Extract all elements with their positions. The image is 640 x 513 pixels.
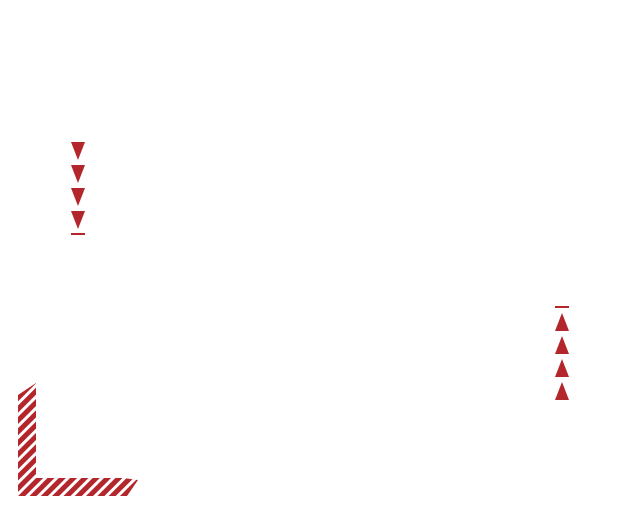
down-triangle-icon — [71, 142, 85, 160]
up-triangle-icon — [555, 313, 569, 331]
down-triangle-icon — [71, 211, 85, 229]
up-triangle-icon — [555, 359, 569, 377]
up-triangle-icon — [555, 336, 569, 354]
down-triangle-icon — [71, 165, 85, 183]
down-triangle-icon — [71, 188, 85, 206]
down-arrow-stack — [70, 142, 86, 235]
stack-end-bar — [71, 233, 85, 235]
corner-bracket — [18, 383, 140, 496]
up-arrow-stack — [554, 306, 570, 405]
stack-end-bar — [555, 306, 569, 308]
up-triangle-icon — [555, 382, 569, 400]
striped-bracket-graphic — [18, 383, 138, 496]
